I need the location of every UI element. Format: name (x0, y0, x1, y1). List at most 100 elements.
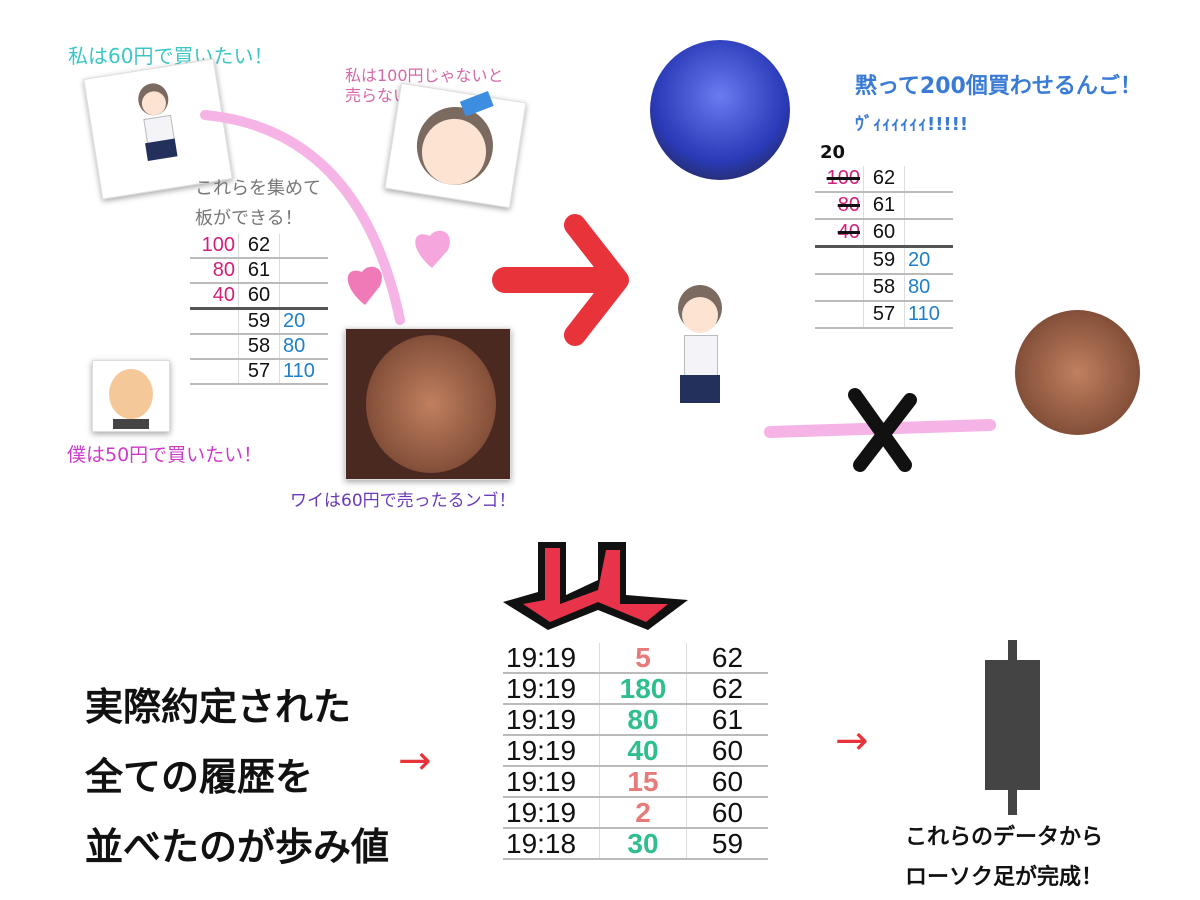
explanation-text: 実際約定された 全ての履歴を 並べたのが歩み値 (85, 672, 389, 882)
explanation-line3: 並べたのが歩み値 (85, 825, 390, 869)
blue-giant-avatar (650, 40, 790, 180)
heart-icon (415, 230, 450, 268)
order-book-sell (815, 246, 864, 275)
bald-man-caption: 僕は50円で買いたい！ (67, 444, 263, 466)
order-book-price: 62 (863, 166, 905, 193)
order-book-price: 60 (863, 219, 905, 248)
order-book-sell (815, 274, 864, 302)
trade-price: 60 (686, 735, 768, 767)
order-book-sell: 100 (815, 166, 864, 193)
explanation-line1: 実際約定された (85, 685, 352, 729)
cross-mark-icon (848, 388, 917, 472)
candle-caption: これらのデータから ローソク足が完成！ (905, 818, 1103, 898)
trade-price: 61 (686, 704, 768, 736)
order-book-price: 58 (238, 334, 280, 360)
shout-line1: 黙って200個買わせるんご！ (855, 74, 1142, 99)
trade-qty: 80 (599, 704, 687, 736)
trade-time: 19:19 (503, 673, 600, 705)
ugly-face-caption: ワイは60円で売ったるンゴ！ (290, 491, 516, 511)
order-book-price: 58 (863, 274, 905, 302)
trade-price: 60 (686, 766, 768, 798)
trade-time: 19:18 (503, 828, 600, 860)
right-arrow-icon (492, 214, 629, 346)
board-caption: これらを集めて 板ができる！ (195, 174, 321, 234)
trade-qty: 15 (599, 766, 687, 798)
trade-time: 19:19 (503, 735, 600, 767)
order-book-buy (904, 166, 953, 193)
order-book-buy: 20 (904, 246, 953, 275)
trade-qty: 5 (599, 643, 687, 674)
trade-time: 19:19 (503, 797, 600, 829)
ugly-face-image (345, 328, 511, 480)
order-book-sell: 100 (190, 234, 239, 259)
girl-figure-image (660, 285, 740, 435)
order-book-price: 60 (238, 283, 280, 310)
order-book-buy (279, 234, 328, 259)
trade-time: 19:19 (503, 643, 600, 674)
buyer-girl-caption: 私は60円で買いたい！ (68, 44, 274, 68)
order-book-price: 59 (238, 308, 280, 335)
order-book-price: 59 (863, 246, 905, 275)
order-book-buy (904, 192, 953, 220)
order-book-buy: 110 (279, 359, 328, 385)
order-book-buy (279, 258, 328, 284)
board-caption-line2: 板ができる！ (195, 208, 303, 229)
order-book-buy: 110 (904, 301, 953, 329)
explanation-line2: 全ての履歴を (85, 755, 314, 799)
order-book-buy: 80 (904, 274, 953, 302)
order-book-sell: 40 (190, 283, 239, 310)
trade-time: 19:19 (503, 704, 600, 736)
seller-girl-caption-line1: 私は100円じゃないと (345, 66, 504, 85)
order-book-sell (190, 334, 239, 360)
handwritten-note: 20 (820, 142, 846, 163)
board-caption-line1: これらを集めて (195, 178, 321, 199)
shout-line2: ｳﾞｨｨｨｨｨｨ!!!!! (855, 114, 969, 135)
candle-caption-line1: これらのデータから (905, 825, 1104, 850)
order-book-sell (815, 301, 864, 329)
trade-price: 59 (686, 828, 768, 860)
trade-price: 60 (686, 797, 768, 829)
order-book-price: 61 (863, 192, 905, 220)
order-book-sell (190, 359, 239, 385)
heart-icon (347, 266, 382, 305)
trade-qty: 2 (599, 797, 687, 829)
order-book-sell: 80 (190, 258, 239, 284)
trade-price: 62 (686, 643, 768, 674)
order-book-buy (279, 283, 328, 310)
ugly-face-avatar (1015, 310, 1140, 435)
order-book-sell (190, 308, 239, 335)
order-book-price: 61 (238, 258, 280, 284)
order-book-sell: 80 (815, 192, 864, 220)
trade-qty: 40 (599, 735, 687, 767)
arrow-to-candle-icon: → (835, 718, 869, 764)
candle-caption-line2: ローソク足が完成！ (905, 865, 1104, 890)
trade-qty: 180 (599, 673, 687, 705)
trade-price: 62 (686, 673, 768, 705)
order-book-buy (904, 219, 953, 248)
order-book-buy: 20 (279, 308, 328, 335)
order-book-price: 57 (863, 301, 905, 329)
trade-qty: 30 (599, 828, 687, 860)
trade-time: 19:19 (503, 766, 600, 798)
double-down-arrow-icon (503, 542, 688, 630)
order-book-price: 62 (238, 234, 280, 259)
